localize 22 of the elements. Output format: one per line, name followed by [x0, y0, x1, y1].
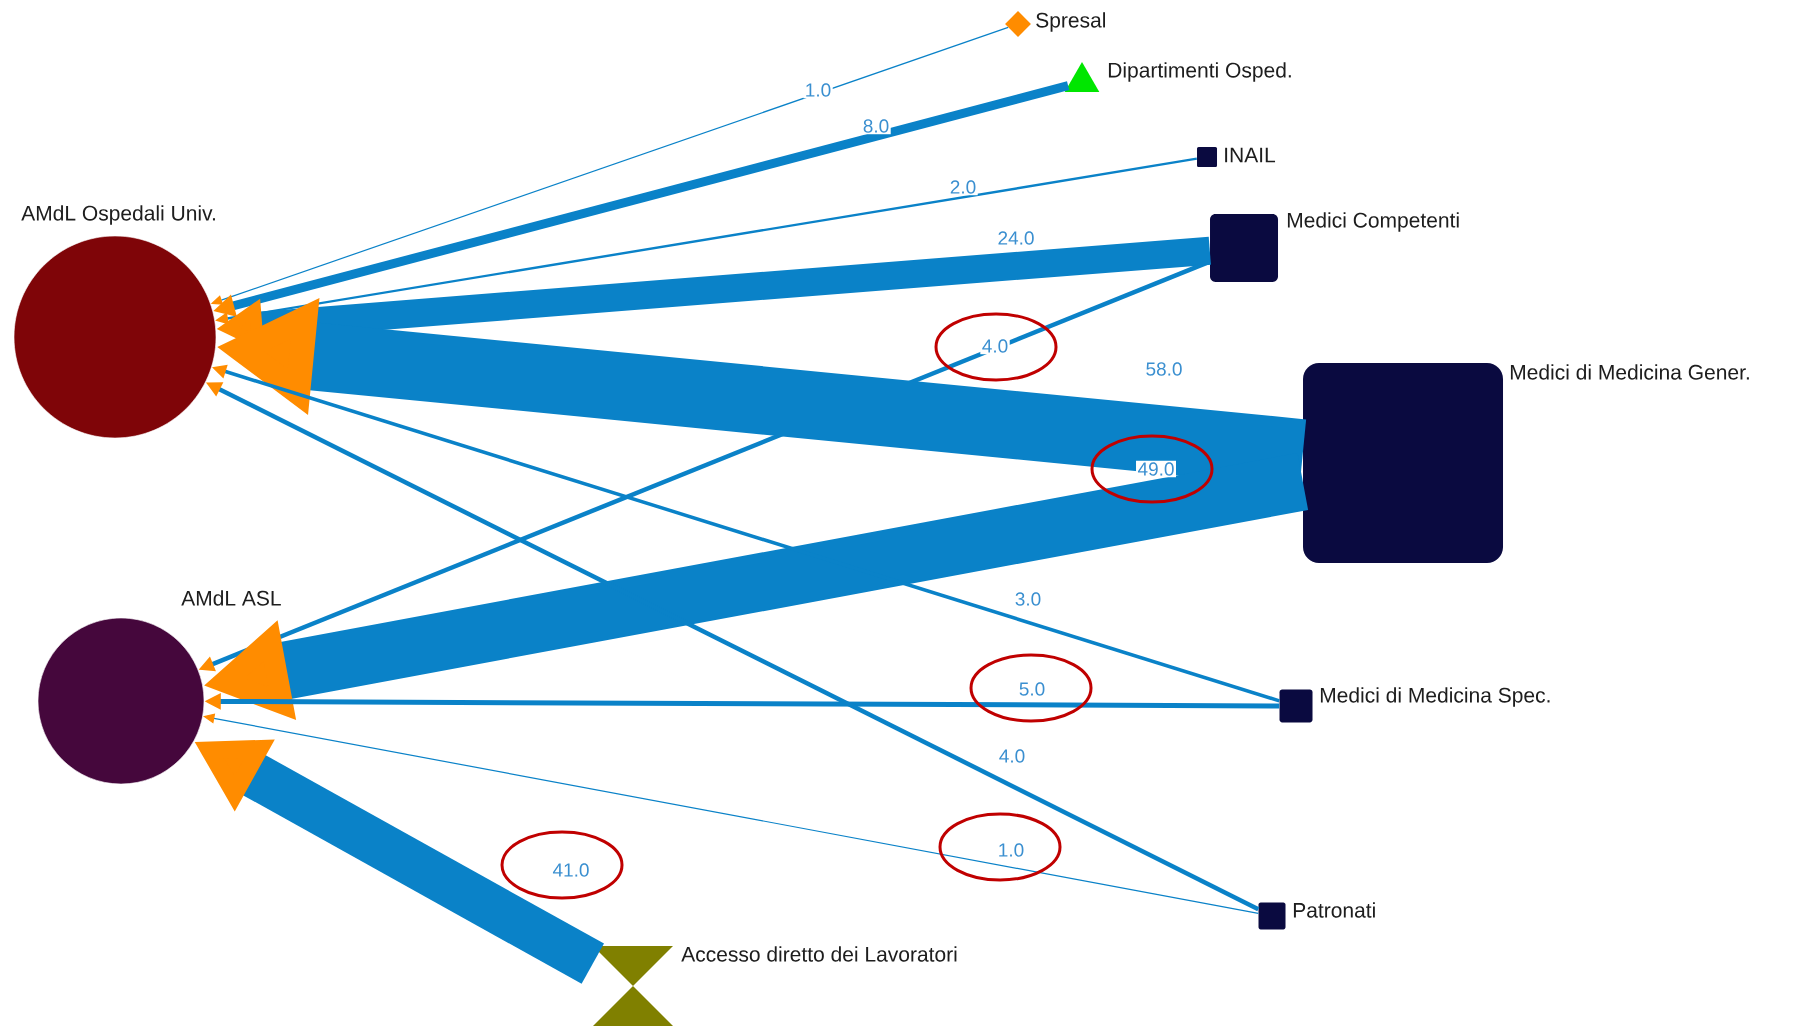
node-label: Medici Competenti — [1287, 212, 1459, 232]
edge-label: 49.0 — [1137, 462, 1174, 476]
edge-label: 24.0 — [998, 231, 1034, 245]
edge-label: 1.0 — [806, 83, 831, 97]
node-label: Dipartimenti Osped. — [1108, 62, 1291, 82]
edge-label: 3.0 — [1015, 592, 1041, 606]
edge-label: 4.0 — [999, 749, 1025, 763]
node-label: Accesso diretto dei Lavoratori — [681, 946, 957, 962]
edge-label: 2.0 — [950, 180, 976, 194]
node-label: INAIL — [1225, 147, 1276, 163]
edge-label: 1.0 — [999, 843, 1024, 857]
node-label: Spresal — [1036, 12, 1105, 32]
node-label: Patronati — [1293, 902, 1375, 918]
edge-label: 8.0 — [863, 119, 889, 133]
node-label: Medici di Medicina Gener. — [1510, 364, 1749, 380]
edge-label: 4.0 — [982, 339, 1008, 353]
node-label: AMdL ASL — [181, 590, 281, 606]
edge-label: 5.0 — [1019, 682, 1045, 696]
edge-label: 58.0 — [1146, 362, 1182, 376]
edge-label: 41.0 — [552, 863, 589, 877]
node-label: AMdL Ospedali Univ. — [21, 205, 215, 225]
node-label: Medici di Medicina Spec. — [1320, 687, 1550, 707]
